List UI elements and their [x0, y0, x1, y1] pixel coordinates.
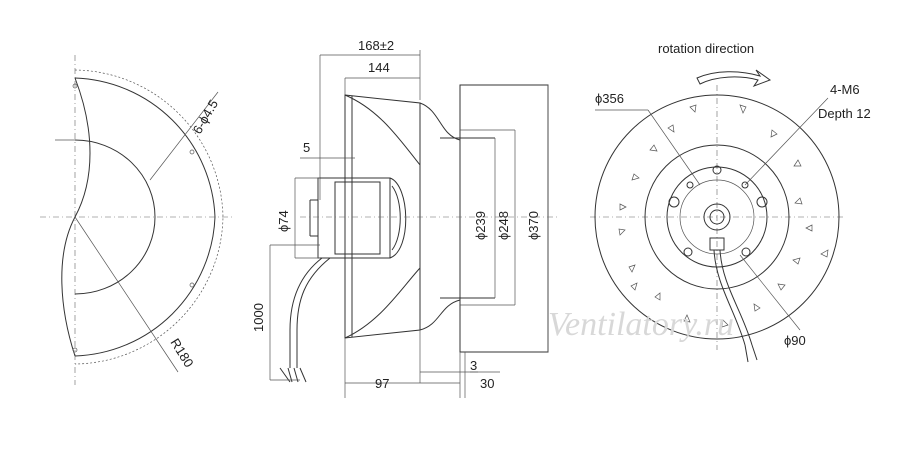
motor-diameter-label: ϕ74	[276, 210, 291, 232]
outer-diameter-label: ϕ356	[595, 91, 624, 106]
left-profile-view: 6-ϕ4.5 R180	[40, 55, 235, 385]
gap-label: 3	[470, 358, 477, 373]
thread-depth-label: Depth 12	[818, 106, 871, 121]
watermark: Ventilatory.ru	[548, 306, 734, 343]
flange-thickness-label: 5	[303, 140, 310, 155]
side-section-view: 168±2 144 5 ϕ74	[251, 38, 560, 398]
hub-diameter-label: ϕ90	[784, 333, 806, 348]
depth-b-label: 30	[480, 376, 494, 391]
radius-label: R180	[167, 336, 196, 370]
thread-label: 4-M6	[830, 82, 860, 97]
front-view: rotation direction ϕ356 4-M6 Depth 12 ϕ9…	[590, 41, 871, 363]
inlet-diameter-label: ϕ239	[473, 211, 488, 240]
overall-length-label: 168±2	[358, 38, 394, 53]
depth-a-label: 97	[375, 376, 389, 391]
housing-diameter-label: ϕ370	[526, 211, 541, 240]
rotation-direction-label: rotation direction	[658, 41, 754, 56]
cable-length-label: 1000	[251, 303, 266, 332]
ring-diameter-label: ϕ248	[496, 211, 511, 240]
body-length-label: 144	[368, 60, 390, 75]
holes-label: 6-ϕ4.5	[190, 97, 221, 136]
